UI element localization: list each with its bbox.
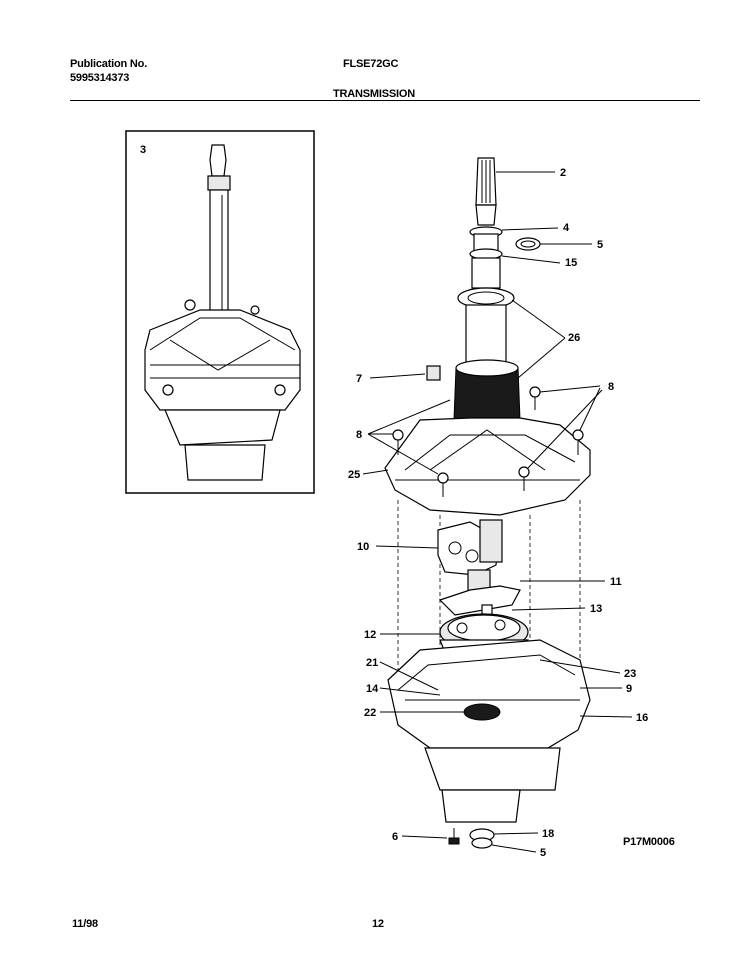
callout-14: 14 (366, 683, 379, 695)
screw-8 (529, 386, 541, 410)
callout-8-left: 8 (356, 429, 362, 441)
drawing-code: P17M0006 (623, 836, 675, 848)
pinion-10 (479, 519, 503, 563)
inset-assembly: 3 (125, 130, 315, 494)
plate-11 (438, 585, 521, 616)
bearing-top-face (455, 359, 519, 377)
callout-15: 15 (565, 257, 577, 269)
callouts: 2 4 5 15 26 7 8 8 25 10 11 13 12 21 (348, 167, 648, 859)
inset-bolt (162, 384, 174, 396)
callout-18: 18 (542, 828, 554, 840)
shaft-section (471, 257, 501, 289)
bearing-22 (463, 703, 501, 721)
inset-bolt (184, 299, 196, 311)
inset-base (184, 444, 266, 481)
callout-26: 26 (568, 332, 580, 344)
exploded-view (384, 157, 591, 849)
screw-8 (437, 472, 449, 497)
callout-2: 2 (560, 167, 566, 179)
shaft-section (475, 204, 497, 226)
callout-5: 5 (597, 239, 603, 251)
callout-11: 11 (610, 576, 622, 588)
tube-shaft (465, 304, 507, 366)
inset-callout-label: 3 (140, 144, 146, 156)
section-title: TRANSMISSION (333, 88, 415, 100)
washer-5-top (515, 237, 541, 251)
callout-23: 23 (624, 668, 636, 680)
screw-8 (518, 466, 530, 491)
inset-shaft (209, 189, 229, 321)
callout-21: 21 (366, 657, 378, 669)
inset-bolt (250, 305, 260, 315)
callout-6: 6 (392, 831, 398, 843)
callout-25: 25 (348, 469, 360, 481)
gearcase-base (441, 789, 521, 823)
callout-22: 22 (364, 707, 376, 719)
screw-6 (448, 828, 460, 845)
callout-8-right: 8 (608, 381, 614, 393)
callout-10: 10 (357, 541, 369, 553)
callout-13: 13 (590, 603, 602, 615)
part-7 (426, 365, 441, 381)
screw-8 (572, 429, 584, 455)
callout-16: 16 (636, 712, 648, 724)
gearcase-body (424, 747, 561, 791)
inset-shaft-collar (207, 175, 231, 191)
inset-bolt (274, 384, 286, 396)
callout-4: 4 (563, 222, 570, 234)
screw-8 (392, 429, 404, 455)
inset-gear-case (164, 409, 281, 446)
publication-number: 5995314373 (70, 72, 130, 84)
inset-shaft-tip (209, 144, 227, 177)
inset-housing-top (144, 309, 301, 411)
footer-page: 12 (372, 918, 384, 930)
header-rule (70, 100, 700, 101)
housing-cover-25 (384, 417, 591, 516)
callout-12: 12 (364, 629, 376, 641)
lower-housing-16 (387, 639, 591, 749)
callout-5-bottom: 5 (540, 847, 546, 859)
callout-9: 9 (626, 683, 632, 695)
model-number: FLSE72GC (343, 58, 399, 70)
washer-5-bottom (471, 837, 493, 849)
footer-date: 11/98 (72, 918, 98, 930)
publication-label: Publication No. (70, 58, 148, 70)
gear-12-face (447, 614, 521, 642)
callout-7: 7 (356, 373, 362, 385)
